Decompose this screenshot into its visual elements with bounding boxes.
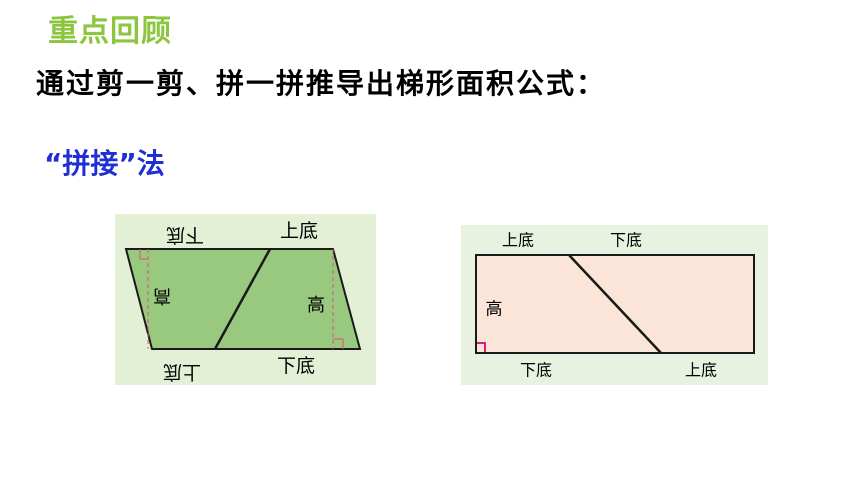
parallelogram-diagram: 下底 上底 高 高 上底 下底 (115, 214, 376, 385)
label-height-left: 高 (153, 285, 171, 306)
label-height-right: 高 (307, 295, 325, 316)
right-angle-mark (477, 342, 486, 352)
rectangle-diagram: 上底 下底 高 下底 上底 (461, 225, 768, 385)
label-lower-base-bottom: 下底 (520, 361, 552, 380)
label-upper-base-bottom: 上底 (163, 361, 201, 383)
cut-line (568, 254, 662, 354)
label-lower-base-top: 下底 (166, 224, 204, 246)
label-upper-base-bottom: 上底 (685, 361, 717, 380)
section-heading: 重点回顾 (48, 14, 172, 49)
label-upper-base-top: 上底 (502, 231, 534, 250)
right-angle-mark-top (139, 249, 148, 260)
method-label: “拼接”法 (44, 147, 165, 180)
cut-line (213, 248, 272, 350)
parallelogram-figure: 下底 上底 高 高 上底 下底 (115, 214, 376, 385)
rectangle-figure: 上底 下底 高 下底 上底 (461, 225, 768, 385)
label-lower-base-bottom: 下底 (277, 355, 315, 377)
label-upper-base-top: 上底 (280, 220, 318, 242)
label-lower-base-top: 下底 (610, 231, 642, 250)
label-height: 高 (486, 300, 503, 320)
intro-text: 通过剪一剪、拼一拼推导出梯形面积公式： (36, 67, 607, 100)
right-angle-mark-bottom (333, 338, 344, 349)
